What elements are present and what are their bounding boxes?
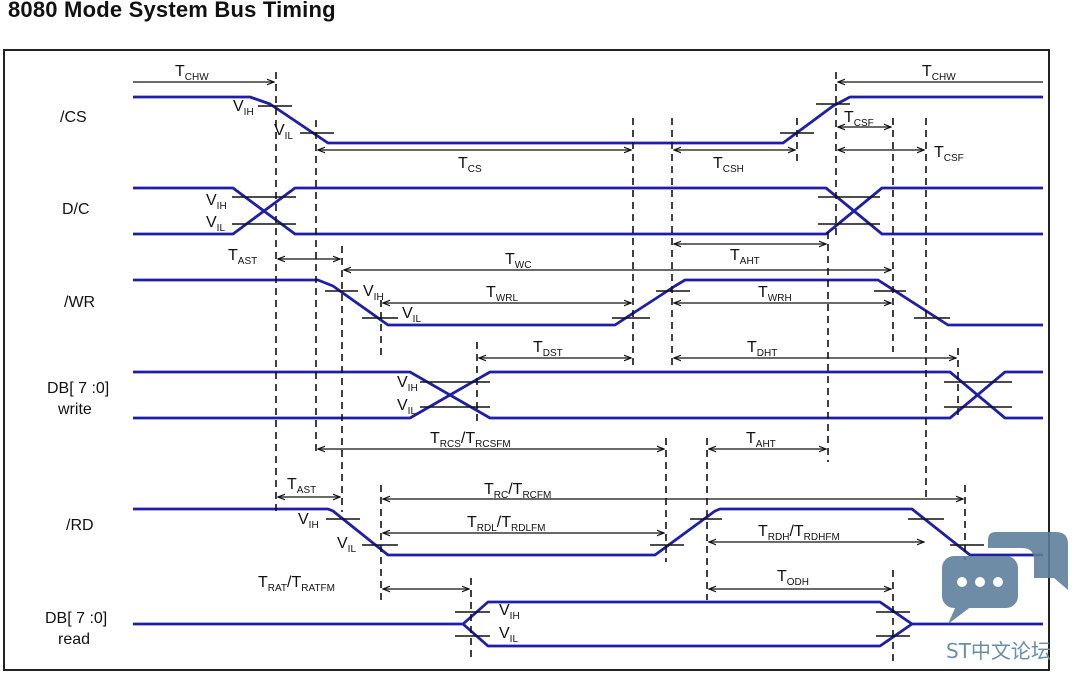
twrl-label: TWRL [486,284,518,304]
trat-label: TRAT/TRATFM [258,574,335,594]
vil-label-dbw: VIL [397,397,416,417]
tchw-right-label: TCHW [922,63,956,83]
signal-db-read-mode: read [58,631,90,648]
tcsh-label: TCSH [713,155,744,175]
vil-label-dbr: VIL [499,625,518,645]
signal-rd: /RD [66,517,94,534]
reference-lines [275,72,966,662]
vih-label-cs: VIH [233,98,254,118]
vil-label-dc: VIL [206,214,225,234]
twc-label: TWC [505,251,531,271]
trcs-label: TRCS/TRCSFM [430,430,511,450]
tast-label-write: TAST [228,247,257,267]
rd-waveform [133,507,1043,557]
tdht-label: TDHT [747,339,777,359]
taht-label-write: TAHT [730,247,760,267]
db-write-waveform [133,370,1043,420]
signal-dc: D/C [62,201,90,218]
watermark-text: ST中文论坛 [946,639,1051,663]
trdl-label: TRDL/TRDLFM [467,514,545,534]
tcs-label: TCS [458,155,482,175]
trdh-label: TRDH/TRDHFM [758,523,840,543]
signal-names: /CS D/C /WR DB[ 7 :0] write /RD DB[ 7 :0… [45,109,109,648]
wr-waveform [133,278,1043,327]
vih-label-rd: VIH [298,511,319,531]
vil-label-rd: VIL [337,535,356,555]
tdst-label: TDST [533,339,563,359]
timing-arrows [133,82,1043,589]
vil-label-wr: VIL [402,305,421,325]
threshold-ticks [232,103,1012,637]
diagram-frame [3,49,1050,671]
tchw-left-label: TCHW [175,63,209,83]
signal-cs: /CS [60,109,87,126]
page-title: 8080 Mode System Bus Timing [8,0,336,22]
cs-waveform [133,95,1043,145]
twrh-label: TWRH [758,284,792,304]
signal-db-write: DB[ 7 :0] [47,380,109,397]
tcsf-label-upper: TCSF [844,109,874,129]
taht-label-read: TAHT [746,430,776,450]
todh-label: TODH [777,568,809,588]
vih-label-dbw: VIH [397,374,418,394]
dc-waveform [133,186,1043,236]
waveforms [133,95,1043,648]
vih-label-dbr: VIH [499,602,520,622]
vih-label-wr: VIH [363,283,384,303]
threshold-labels: VIH VIL VIH VIL VIH VIL VIH VIL VIH VIL … [206,98,520,645]
tast-label-read: TAST [287,476,316,496]
signal-wr: /WR [64,294,95,311]
db-read-waveform [133,600,1043,648]
watermark: ST中文论坛 [942,532,1068,663]
trc-label: TRC/TRCFM [484,481,551,501]
vih-label-dc: VIH [206,192,227,212]
signal-db-write-mode: write [57,401,92,418]
timing-labels: TCHW TCHW TCS TCSH TCSF TCSF TAST TWC TA… [175,63,964,594]
tcsf-label-lower: TCSF [934,144,964,164]
vil-label-cs: VIL [274,122,293,142]
chat-bubbles-icon [942,532,1068,624]
signal-db-read: DB[ 7 :0] [45,610,107,627]
